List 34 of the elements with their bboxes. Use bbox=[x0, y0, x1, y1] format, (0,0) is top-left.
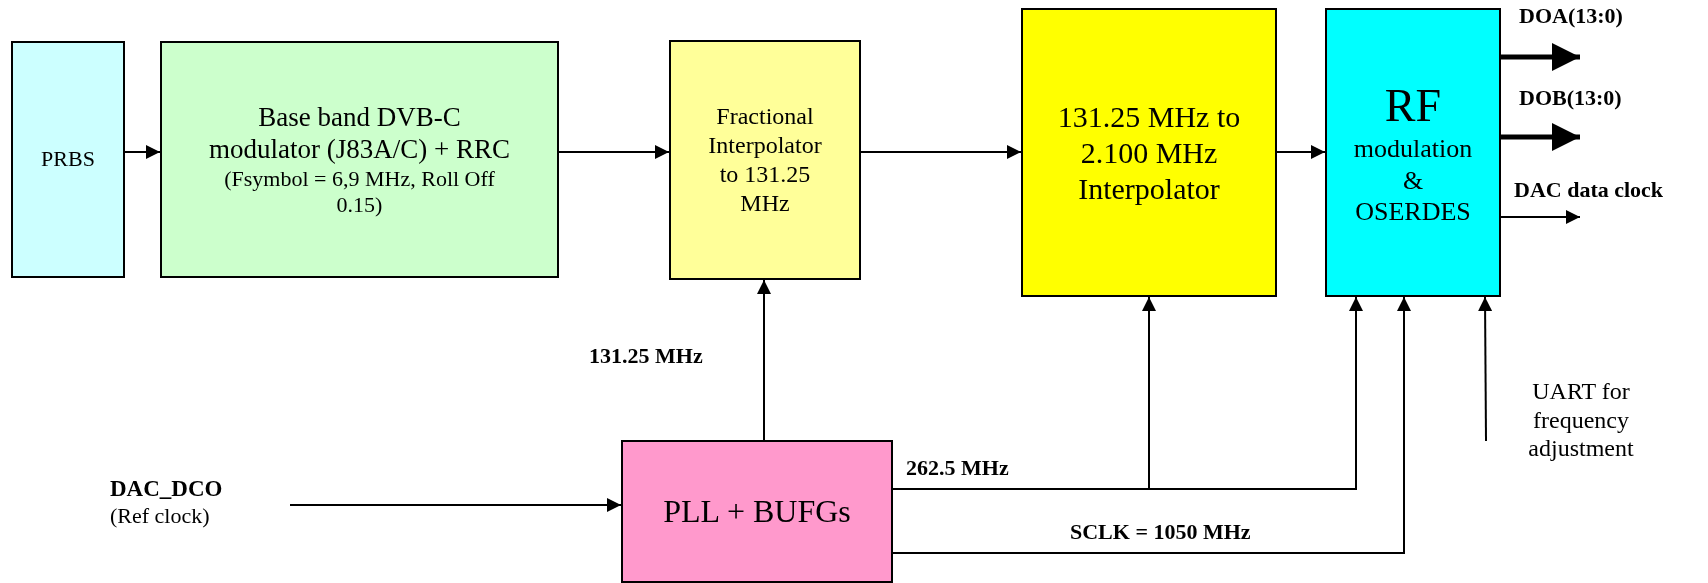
edge-label: DOB(13:0) bbox=[1519, 86, 1622, 111]
arrow bbox=[1478, 296, 1493, 442]
node-label: RF bbox=[1384, 79, 1442, 134]
edge-label: DOA(13:0) bbox=[1519, 4, 1623, 29]
process-box bbox=[1021, 8, 1277, 297]
arrow bbox=[1501, 43, 1580, 71]
arrow bbox=[1276, 145, 1326, 159]
arrow bbox=[757, 279, 771, 441]
edge-label: 262.5 MHz bbox=[906, 456, 1009, 481]
node-label: Base band DVB-C modulator (J83A/C) + RRC bbox=[208, 100, 511, 166]
arrow bbox=[558, 145, 670, 159]
process-box bbox=[11, 41, 125, 278]
process-box bbox=[669, 40, 861, 280]
arrow bbox=[124, 145, 161, 159]
node-label: PLL + BUFGs bbox=[663, 492, 851, 531]
arrow bbox=[289, 498, 622, 512]
edge-label: SCLK = 1050 MHz bbox=[1070, 520, 1251, 545]
process-box bbox=[160, 41, 559, 278]
node-label: PRBS bbox=[41, 146, 95, 173]
process-box bbox=[1325, 8, 1501, 297]
node-sublabel: modulation & OSERDES bbox=[1352, 133, 1474, 227]
arrow bbox=[1500, 210, 1581, 224]
node-sublabel: (Ref clock) bbox=[110, 502, 210, 529]
node-label: UART for frequency adjustment bbox=[1527, 376, 1635, 464]
arrow bbox=[1501, 123, 1580, 151]
edge-label: DAC data clock bbox=[1514, 178, 1664, 203]
node-label: DAC_DCO bbox=[110, 475, 223, 503]
node-label: 131.25 MHz to 2.100 MHz Interpolator bbox=[1056, 98, 1242, 207]
arrow bbox=[892, 296, 1411, 554]
node-label: Fractional Interpolator to 131.25 MHz bbox=[707, 102, 823, 218]
edge-label: 131.25 MHz bbox=[589, 344, 703, 369]
arrow bbox=[860, 145, 1022, 159]
process-box bbox=[621, 440, 893, 583]
node-sublabel: (Fsymbol = 6,9 MHz, Roll Off 0.15) bbox=[223, 165, 496, 219]
